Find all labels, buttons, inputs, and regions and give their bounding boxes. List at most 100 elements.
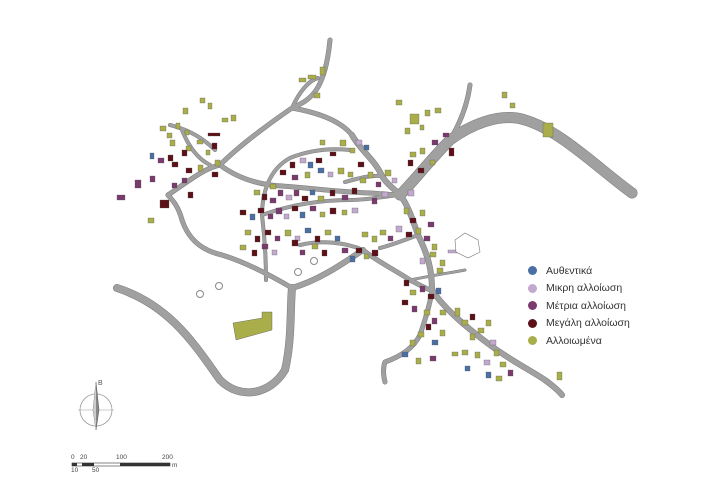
building xyxy=(313,92,321,99)
building xyxy=(509,102,516,109)
road xyxy=(218,38,332,167)
building xyxy=(375,181,382,188)
building xyxy=(409,217,417,224)
building xyxy=(317,167,325,174)
scale-label-200: 200 xyxy=(162,454,173,461)
building xyxy=(319,211,326,218)
building xyxy=(167,154,174,162)
building xyxy=(349,255,356,263)
building xyxy=(321,249,328,257)
building xyxy=(329,189,336,197)
legend-item-moderate: Μέτρια αλλοίωση xyxy=(528,297,630,315)
legend-item-major: Μεγάλη αλλοίωση xyxy=(528,315,630,333)
legend: Αυθεντικά Μικρη αλλοίωση Μέτρια αλλοίωση… xyxy=(528,262,630,350)
building xyxy=(244,229,252,236)
road xyxy=(289,247,366,291)
legend-dot-major xyxy=(528,318,537,328)
building xyxy=(197,164,204,172)
building xyxy=(299,157,307,164)
building xyxy=(417,331,425,338)
misc-features xyxy=(196,232,481,341)
building xyxy=(357,161,365,168)
building xyxy=(157,157,165,164)
building xyxy=(275,207,283,215)
scale-label-10: 10 xyxy=(71,467,79,474)
building xyxy=(299,211,306,219)
building xyxy=(317,195,325,202)
building xyxy=(254,235,261,243)
building xyxy=(351,207,359,214)
building xyxy=(327,171,334,178)
building xyxy=(424,109,431,117)
building xyxy=(239,244,247,251)
building xyxy=(434,107,442,114)
buildings-layer xyxy=(116,66,563,382)
legend-label-minor: Μικρη αλλοίωση xyxy=(546,282,623,295)
building xyxy=(207,102,213,110)
building xyxy=(277,189,284,197)
building xyxy=(485,319,492,327)
building xyxy=(185,145,192,152)
legend-label-authentic: Αυθεντικά xyxy=(546,264,593,277)
building xyxy=(495,375,503,382)
building xyxy=(384,169,392,177)
road-edge xyxy=(289,105,355,138)
building xyxy=(147,217,155,224)
building xyxy=(279,169,287,176)
large-building xyxy=(232,311,273,341)
building xyxy=(171,161,179,168)
scale-bar-graphic xyxy=(71,462,171,467)
building xyxy=(363,253,370,260)
building xyxy=(451,351,459,357)
building xyxy=(267,213,274,220)
building xyxy=(401,299,409,306)
building xyxy=(271,249,278,256)
road xyxy=(395,112,637,200)
road xyxy=(113,284,296,396)
building xyxy=(307,74,317,80)
building xyxy=(407,159,414,167)
building xyxy=(439,259,446,267)
building xyxy=(419,257,426,265)
building xyxy=(448,147,455,157)
building xyxy=(269,183,277,190)
north-label: Β xyxy=(98,380,103,387)
building xyxy=(175,122,181,130)
legend-label-altered: Αλλοιωμένα xyxy=(546,334,602,347)
scale-label-50: 50 xyxy=(92,467,100,474)
building xyxy=(315,157,323,164)
building xyxy=(474,351,481,359)
legend-label-moderate: Μέτρια αλλοίωση xyxy=(546,299,626,312)
building xyxy=(409,151,417,158)
legend-item-authentic: Αυθεντικά xyxy=(528,262,630,280)
circle-feature xyxy=(294,268,302,276)
building xyxy=(419,147,426,155)
building xyxy=(289,161,296,169)
building xyxy=(464,365,471,372)
building xyxy=(196,139,204,145)
building xyxy=(184,129,190,136)
building xyxy=(261,193,268,201)
building xyxy=(431,317,438,325)
building xyxy=(409,339,416,347)
building xyxy=(199,97,206,104)
building xyxy=(339,139,347,147)
road xyxy=(429,287,565,398)
building xyxy=(431,339,439,346)
building xyxy=(489,339,497,346)
building xyxy=(307,161,314,169)
building xyxy=(149,175,156,183)
building xyxy=(409,289,417,296)
building xyxy=(355,247,363,254)
road xyxy=(290,106,354,137)
building xyxy=(264,229,272,236)
building xyxy=(507,369,514,377)
circle-feature xyxy=(215,282,223,290)
building xyxy=(423,235,431,242)
road-edge xyxy=(217,37,333,168)
building xyxy=(182,107,189,115)
building xyxy=(429,251,437,258)
building xyxy=(291,174,299,181)
legend-dot-moderate xyxy=(528,301,537,311)
